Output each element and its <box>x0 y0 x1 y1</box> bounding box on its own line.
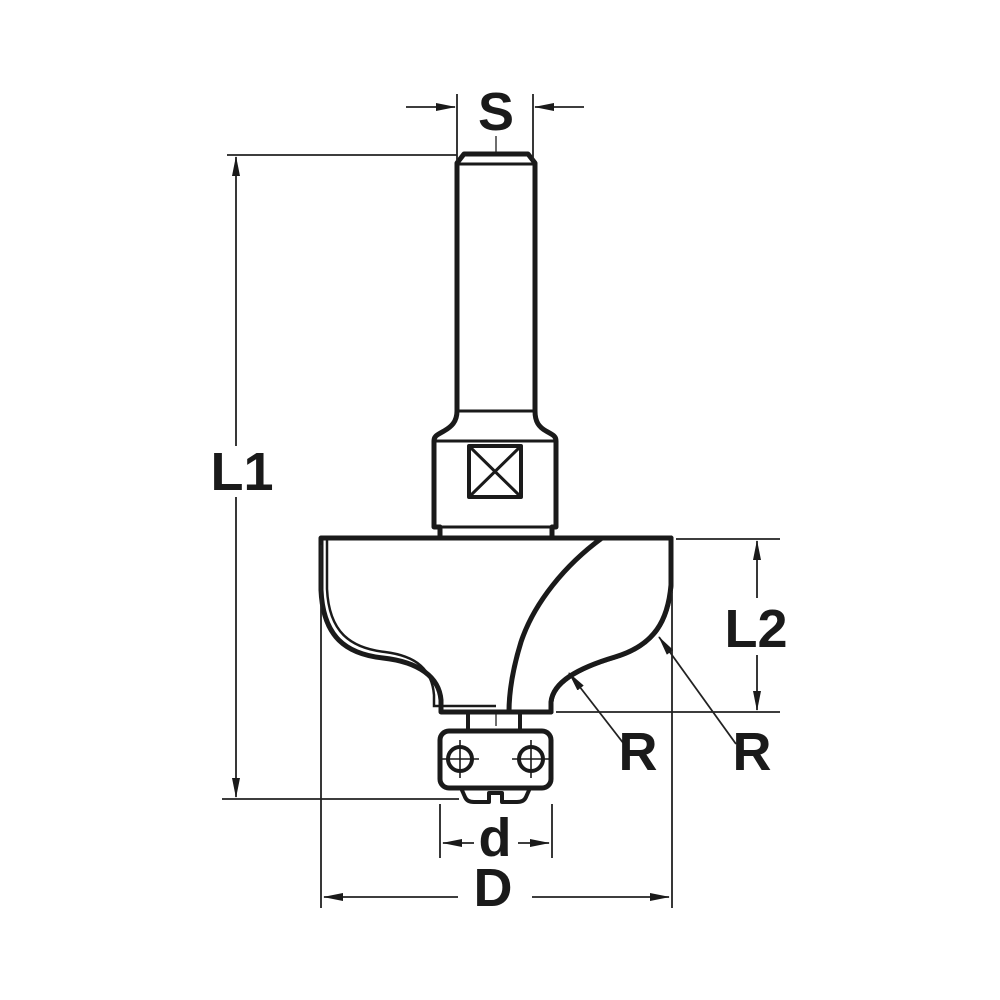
rivet-crosshairs <box>441 740 550 778</box>
arbor-cross-mark <box>467 444 523 499</box>
callout-radius-left: R <box>568 672 658 782</box>
cross-box <box>467 444 523 499</box>
label-radius-right: R <box>733 722 772 782</box>
carbide-edge-line <box>325 540 496 708</box>
cross-x-icon <box>467 444 523 499</box>
bearing-screw-head <box>459 786 532 804</box>
cutter-head <box>318 535 674 715</box>
dim-d-big-extension-lines <box>320 545 673 908</box>
label-radius-left: R <box>619 722 658 782</box>
shank-and-collar <box>431 151 559 541</box>
label-shank-diameter: S <box>478 82 514 142</box>
dim-overall-length: L1 <box>210 154 459 800</box>
bearing-assembly <box>437 714 554 804</box>
label-overall-length: L1 <box>210 442 273 502</box>
label-overall-diameter: D <box>474 858 513 918</box>
dim-l2-extension-lines <box>556 538 780 713</box>
label-bearing-diameter: d <box>479 808 512 868</box>
dim-d-small-extension-lines <box>439 804 553 858</box>
flute-face <box>506 535 674 715</box>
dim-shank-diameter: S <box>406 82 584 161</box>
shank <box>431 151 559 541</box>
dim-s-extension-lines <box>456 94 534 161</box>
callout-radius-right: R <box>658 636 772 782</box>
dim-bearing-diameter: d <box>439 804 553 868</box>
label-cutting-length: L2 <box>724 599 787 659</box>
dim-l1-extension-lines <box>222 154 459 800</box>
dim-overall-diameter: D <box>320 545 673 918</box>
bearing-neck <box>466 714 522 731</box>
dim-cutting-length: L2 <box>556 538 788 713</box>
radius-left-leader <box>568 672 625 745</box>
